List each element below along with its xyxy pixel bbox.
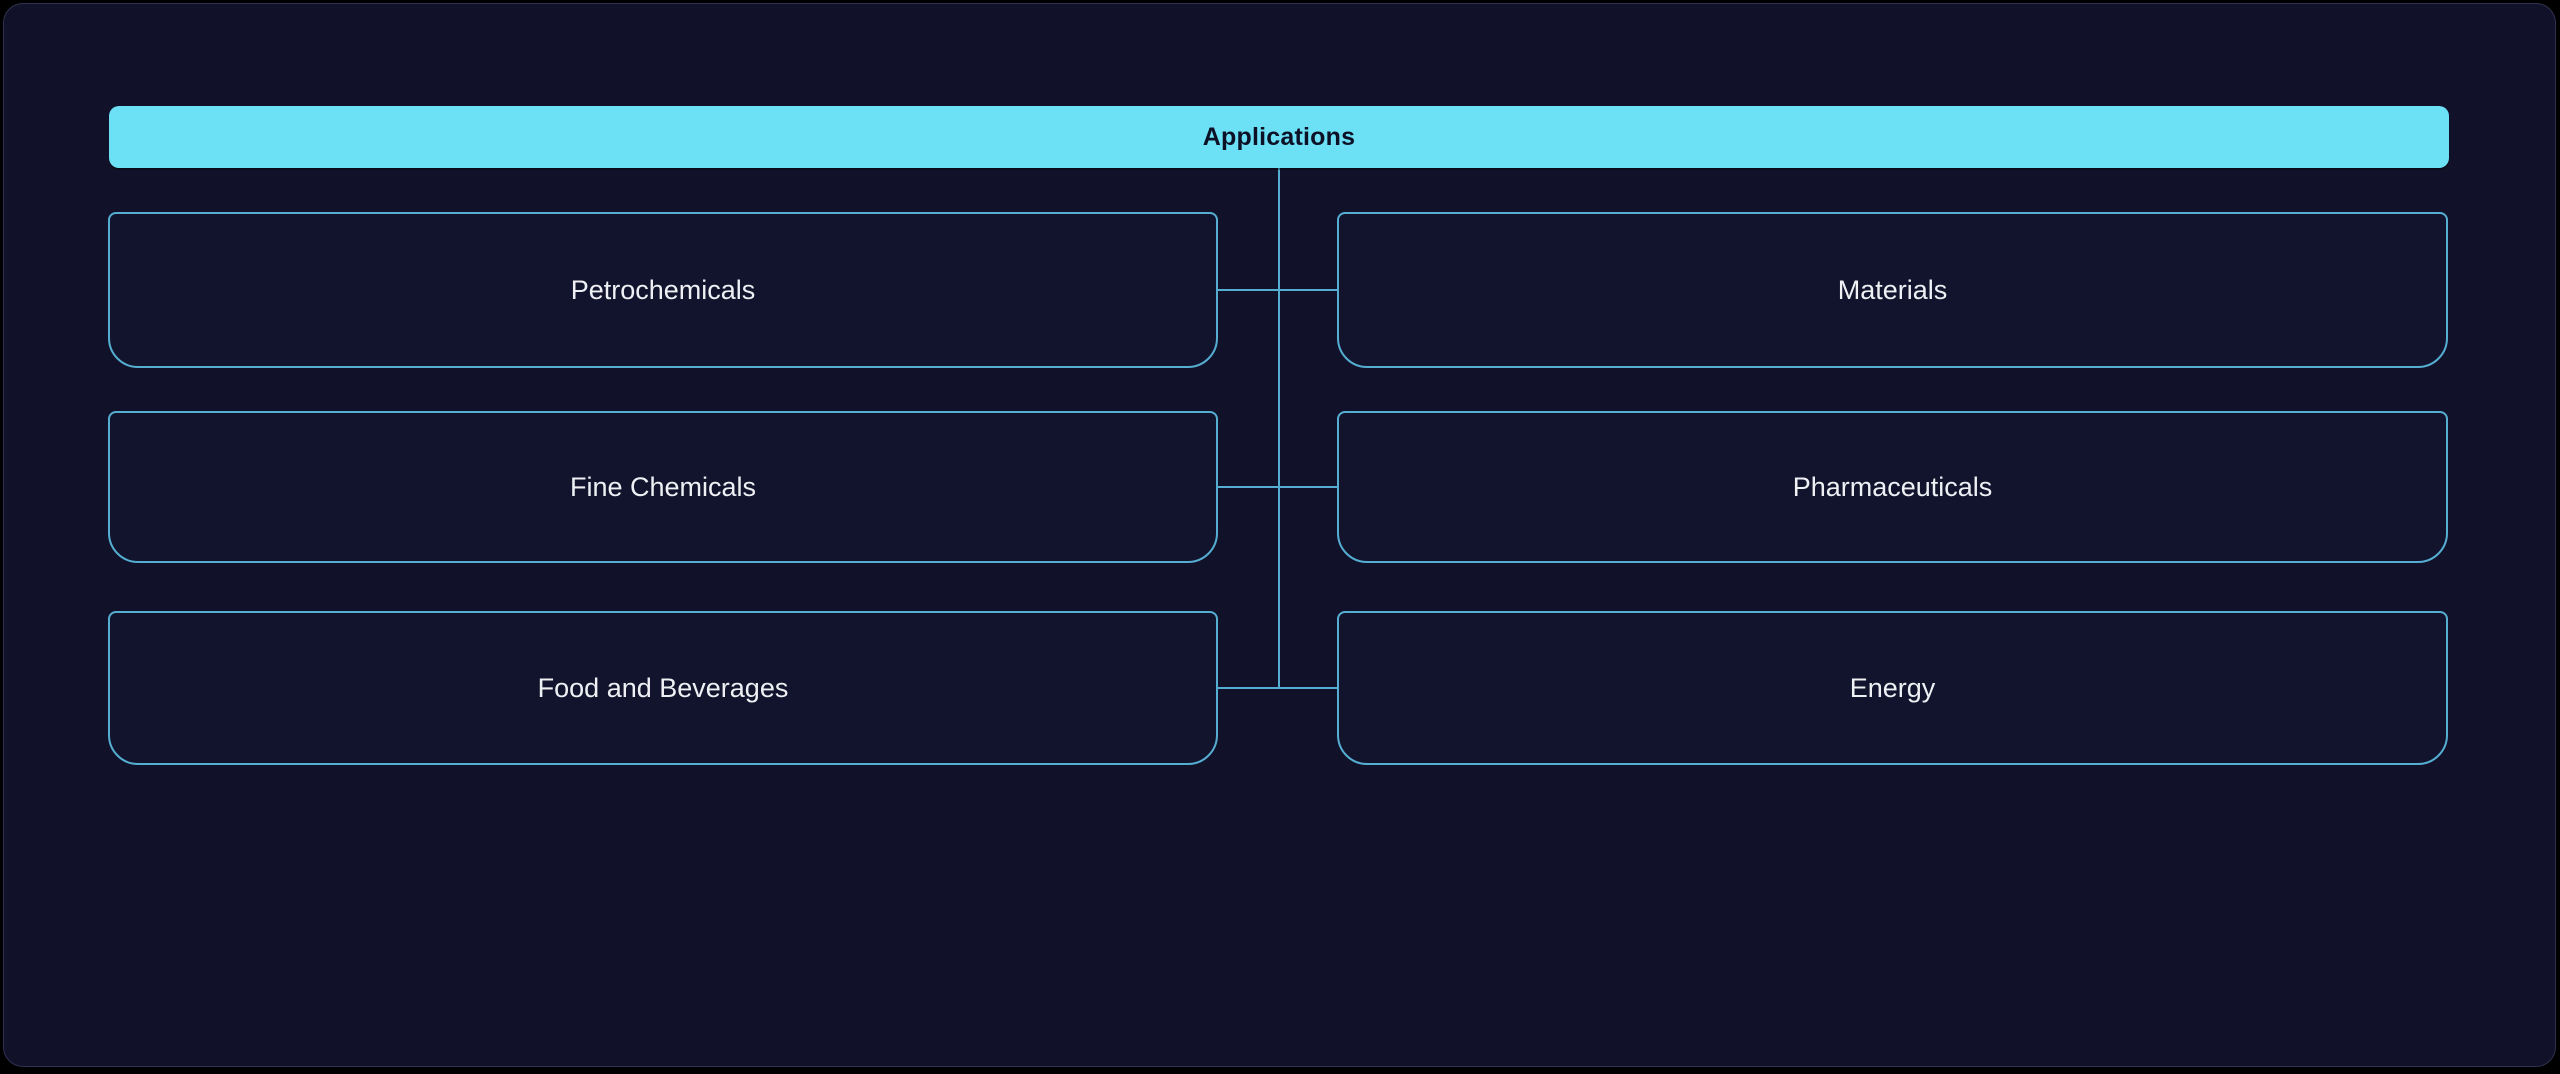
node-energy-label: Energy xyxy=(1849,672,1936,703)
node-petrochemicals[interactable]: Petrochemicals xyxy=(108,212,1218,368)
connector-row2-line xyxy=(1218,486,1337,488)
node-fine-chemicals[interactable]: Fine Chemicals xyxy=(108,411,1218,563)
node-applications[interactable]: Applications xyxy=(109,106,2449,168)
node-food-and-beverages[interactable]: Food and Beverages xyxy=(108,611,1218,765)
node-energy[interactable]: Energy xyxy=(1337,611,2448,765)
node-materials[interactable]: Materials xyxy=(1337,212,2448,368)
connector-row3-line xyxy=(1218,687,1337,689)
node-pharmaceuticals-label: Pharmaceuticals xyxy=(1792,471,1993,502)
node-petrochemicals-label: Petrochemicals xyxy=(570,274,756,305)
connector-row1-line xyxy=(1218,289,1337,291)
node-materials-label: Materials xyxy=(1837,274,1948,305)
node-fine-chemicals-label: Fine Chemicals xyxy=(569,471,757,502)
node-food-and-beverages-label: Food and Beverages xyxy=(537,672,789,703)
diagram-panel: Applications Petrochemicals Materials Fi… xyxy=(3,3,2556,1067)
node-pharmaceuticals[interactable]: Pharmaceuticals xyxy=(1337,411,2448,563)
connector-trunk-line xyxy=(1278,168,1280,689)
node-applications-label: Applications xyxy=(1202,122,1356,151)
